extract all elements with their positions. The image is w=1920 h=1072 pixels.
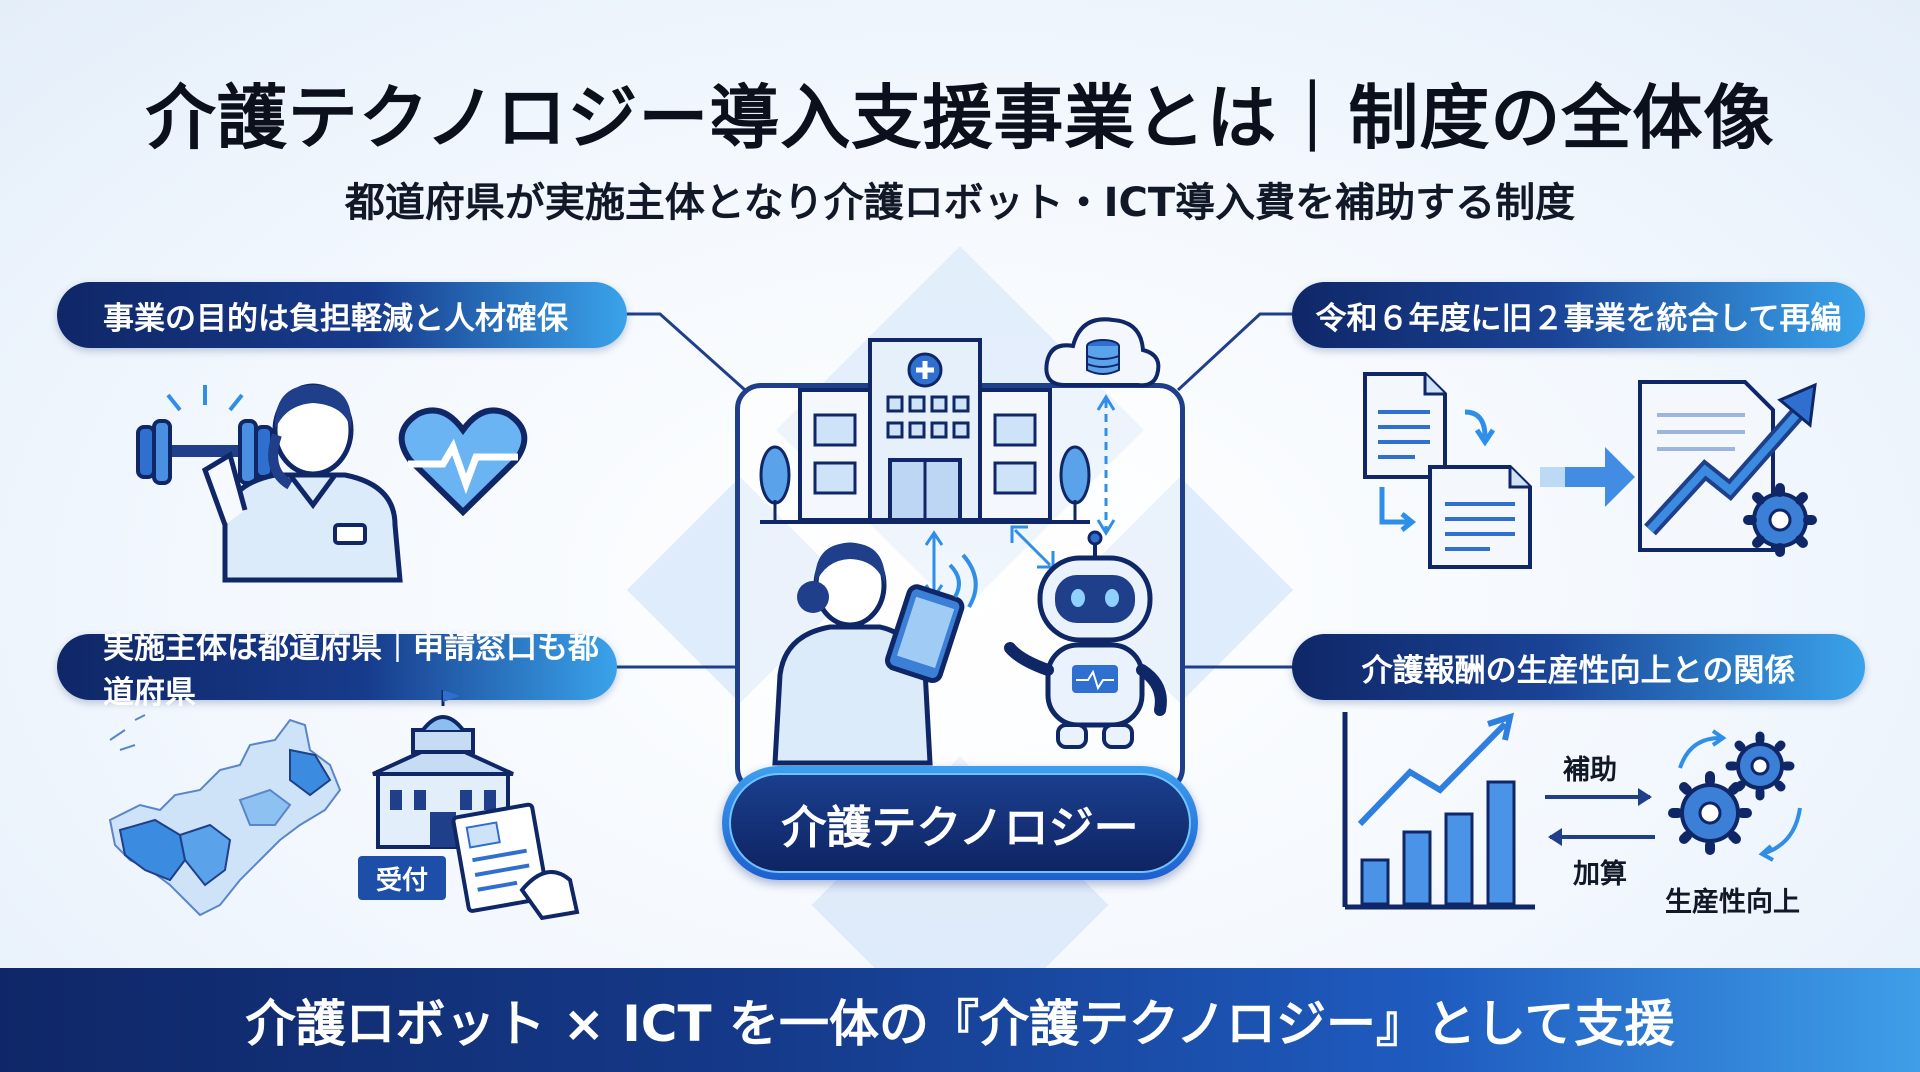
center-label-text: 介護テクノロジー xyxy=(729,773,1191,873)
application-form-icon xyxy=(451,802,580,921)
care-robot-icon xyxy=(1004,530,1167,749)
remuneration-pill: 介護報酬の生産性向上との関係 xyxy=(1292,634,1865,700)
page-subtitle: 都道府県が実施主体となり介護ロボット・ICT導入費を補助する制度 xyxy=(344,180,1576,226)
caregiver-icon xyxy=(201,383,403,583)
heart-pulse-icon xyxy=(398,407,528,517)
hospital-building-icon xyxy=(759,338,1091,524)
implementer-pill: 実施主体は都道府県｜申請窓口も都道府県 xyxy=(57,630,617,711)
reception-stamp: 受付 xyxy=(358,856,446,900)
page-title: 介護テクノロジー導入支援事業とは｜制度の全体像 xyxy=(145,77,1775,159)
addition-label: 加算 xyxy=(1573,859,1627,890)
purpose-pill: 事業の目的は負担軽減と人材確保 xyxy=(57,282,627,348)
bar-chart-icon xyxy=(1342,712,1535,910)
japan-map-icon xyxy=(108,714,342,917)
productivity-label: 生産性向上 xyxy=(1665,887,1800,918)
center-label-badge: 介護テクノロジー xyxy=(722,766,1198,880)
cloud-database-icon xyxy=(1044,317,1161,388)
subsidy-label: 補助 xyxy=(1563,755,1617,786)
gears-icon xyxy=(1668,729,1802,862)
documents-merge-icon xyxy=(1363,372,1635,569)
nurse-with-tablet-icon xyxy=(772,542,978,766)
exchange-arrows xyxy=(1545,788,1655,846)
reorganization-pill: 令和６年度に旧２事業を統合して再編 xyxy=(1292,282,1865,348)
growth-chart-icon xyxy=(1638,380,1817,557)
bottom-banner: 介護ロボット × ICT を一体の『介護テクノロジー』として支援 xyxy=(0,968,1920,1072)
